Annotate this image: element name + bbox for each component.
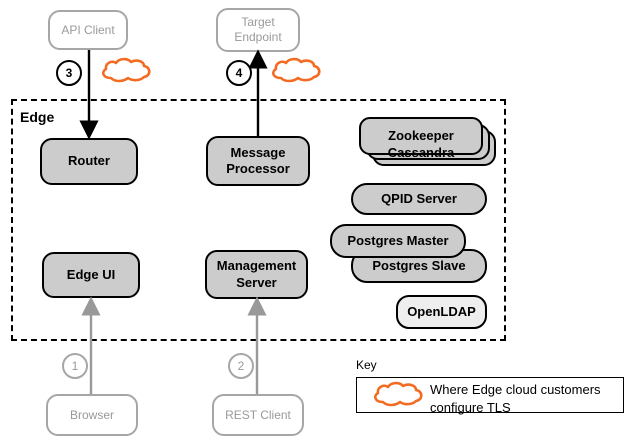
key-entry-label: Where Edge cloud customers configure TLS	[430, 382, 601, 415]
node-browser-label: Browser	[69, 407, 114, 422]
node-openldap-label: OpenLDAP	[407, 303, 476, 319]
node-api-client-label: API Client	[61, 22, 115, 37]
key-title: Key	[356, 358, 377, 372]
node-postgres-slave-label: Postgres Slave	[372, 257, 466, 273]
step-badge-2-label: 2	[237, 359, 245, 373]
node-edge-ui-label: Edge UI	[66, 266, 116, 282]
cloud-icon-step-3	[98, 57, 154, 90]
node-qpid-server[interactable]: QPID Server	[351, 183, 487, 215]
node-rest-client-label: REST Client	[225, 407, 291, 422]
node-zookeeper[interactable]: Zookeeper	[359, 117, 483, 155]
node-rest-client[interactable]: REST Client	[212, 394, 304, 436]
node-browser[interactable]: Browser	[46, 394, 138, 436]
node-cassandra-label: Cassandra	[387, 144, 455, 160]
step-badge-4[interactable]: 4	[226, 60, 252, 86]
step-badge-3-label: 3	[65, 66, 73, 80]
node-router-label: Router	[68, 153, 110, 169]
node-api-client[interactable]: API Client	[48, 10, 128, 50]
step-badge-1[interactable]: 1	[62, 353, 88, 379]
step-badge-3[interactable]: 3	[56, 60, 82, 86]
node-edge-ui[interactable]: Edge UI	[42, 252, 140, 298]
node-zookeeper-label: Zookeeper	[388, 127, 454, 143]
node-postgres-master-label: Postgres Master	[347, 232, 449, 248]
step-badge-4-label: 4	[235, 66, 243, 80]
node-cassandra[interactable]: Cassandra	[359, 137, 483, 171]
cloud-icon-step-4	[268, 57, 324, 90]
node-router[interactable]: Router	[40, 138, 138, 185]
node-qpid-server-label: QPID Server	[381, 190, 457, 206]
node-postgres-master[interactable]: Postgres Master	[330, 224, 466, 258]
step-badge-2[interactable]: 2	[228, 353, 254, 379]
node-openldap[interactable]: OpenLDAP	[396, 295, 487, 329]
step-badge-1-label: 1	[71, 359, 79, 373]
edge-boundary-label: Edge	[20, 109, 55, 125]
